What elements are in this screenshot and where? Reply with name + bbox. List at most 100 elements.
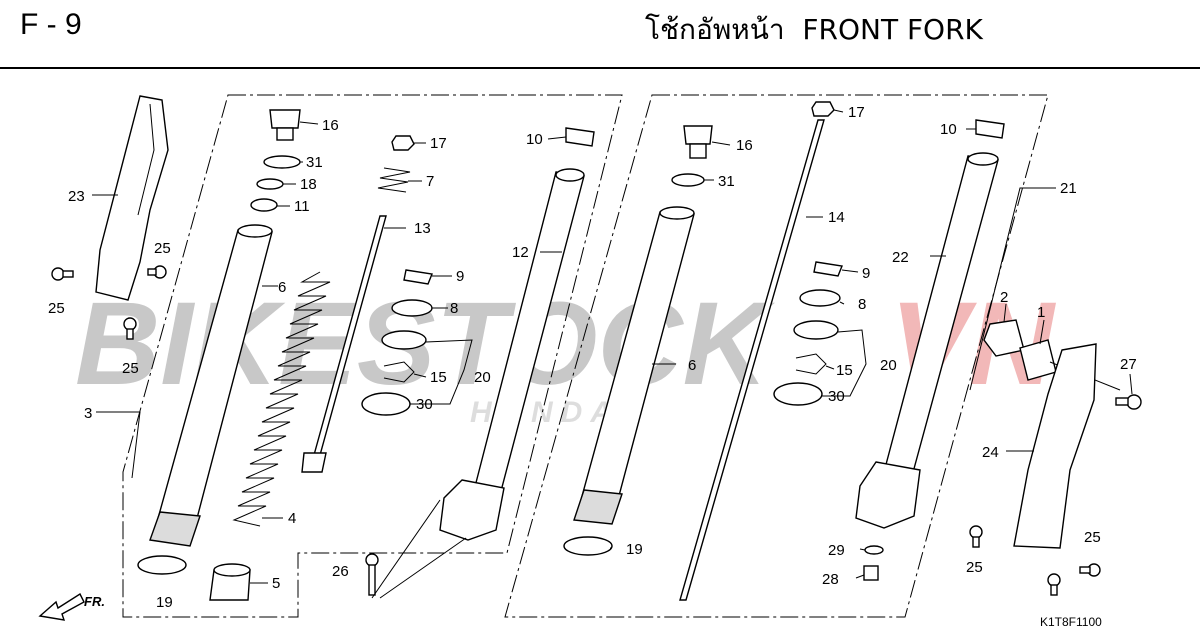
- clip-9-left: [403, 269, 433, 285]
- callout-20-left: 20: [474, 369, 491, 386]
- fork-protector-left: [95, 95, 169, 301]
- callout-9-left: 9: [456, 268, 464, 285]
- bolt-25-right-a: [969, 525, 983, 548]
- callout-13: 13: [414, 220, 431, 237]
- direction-label: FR.: [84, 594, 105, 609]
- bolt-25-left-a: [51, 267, 74, 281]
- spring-rod-14: [679, 119, 825, 601]
- callout-leaders: [92, 109, 1133, 584]
- rebound-spring-7: [377, 167, 411, 193]
- bolt-25-left-c: [123, 317, 137, 340]
- figure-code: F - 9: [20, 8, 82, 41]
- callout-24: 24: [982, 444, 999, 461]
- callout-29: 29: [828, 542, 845, 559]
- callout-25-e: 25: [1084, 529, 1101, 546]
- dust-seal-30-right: [773, 382, 823, 406]
- ring-19-right: [563, 536, 613, 556]
- callout-27: 27: [1120, 356, 1137, 373]
- left-fork-assembly-outline: [122, 94, 623, 618]
- callout-15-right: 15: [836, 362, 853, 379]
- callout-30-right: 30: [828, 388, 845, 405]
- callout-16-left: 16: [322, 117, 339, 134]
- callout-16-right: 16: [736, 137, 753, 154]
- callout-31-right: 31: [718, 173, 735, 190]
- callout-28: 28: [822, 571, 839, 588]
- callout-7: 7: [426, 173, 434, 190]
- callout-10-left: 10: [526, 131, 543, 148]
- axle-holder-left: [439, 479, 505, 541]
- callout-25-b: 25: [48, 300, 65, 317]
- callout-25-c: 25: [122, 360, 139, 377]
- callout-11: 11: [294, 198, 310, 215]
- callout-14: 14: [828, 209, 845, 226]
- callout-31-left: 31: [306, 154, 323, 171]
- callout-25-d: 25: [966, 559, 983, 576]
- oil-seal-20-right: [793, 320, 839, 340]
- callout-18: 18: [300, 176, 317, 193]
- header-divider: [0, 67, 1200, 69]
- dust-seal-30-left: [361, 392, 411, 416]
- callout-19-left: 19: [156, 594, 173, 611]
- callout-22: 22: [892, 249, 909, 266]
- bolt-25-right-b: [1079, 563, 1101, 577]
- nut-17-left: [391, 135, 415, 151]
- callout-labels: 1 2 3 4 5 6 6 7 8 8 9 9 10 10 11 12 13 1…: [48, 104, 1137, 611]
- axle-holder-right: [855, 461, 921, 529]
- bolt-28: [863, 565, 879, 581]
- bolt-25-right-c: [1047, 573, 1061, 596]
- callout-15-left: 15: [430, 369, 447, 386]
- oil-seal-20-left: [381, 330, 427, 350]
- callout-4: 4: [288, 510, 296, 527]
- stopper-ring-18: [256, 178, 284, 190]
- bolt-25-left-b: [147, 265, 167, 279]
- o-ring-31-right: [671, 173, 705, 187]
- callout-1: 1: [1037, 304, 1045, 321]
- diagram-code: K1T8F1100: [1040, 615, 1102, 629]
- nut-17-right: [811, 101, 835, 117]
- clip-10-right: [975, 119, 1005, 139]
- bolt-26: [365, 553, 379, 596]
- stopper-ring-15-left: [383, 361, 415, 383]
- callout-21: 21: [1060, 180, 1077, 197]
- washer-29: [864, 545, 884, 555]
- callout-10-right: 10: [940, 121, 957, 138]
- page-title: โช้กอัพหน้า FRONT FORK: [645, 8, 983, 52]
- front-direction-arrow-icon: FR.: [38, 592, 105, 621]
- washer-8-right: [799, 289, 841, 307]
- callout-2: 2: [1000, 289, 1008, 306]
- clip-9-right: [813, 261, 843, 277]
- right-fork-assembly-outline: [504, 94, 1049, 618]
- callout-12: 12: [512, 244, 529, 261]
- callout-8-right: 8: [858, 296, 866, 313]
- washer-8-left: [391, 299, 433, 317]
- callout-25-a: 25: [154, 240, 171, 257]
- callout-26: 26: [332, 563, 349, 580]
- fork-protector-right: [1013, 343, 1097, 549]
- clip-10-left: [565, 127, 595, 147]
- callout-23: 23: [68, 188, 85, 205]
- callout-30-left: 30: [416, 396, 433, 413]
- callout-5: 5: [272, 575, 280, 592]
- callout-20-right: 20: [880, 357, 897, 374]
- title-thai: โช้กอัพหน้า: [645, 13, 785, 46]
- washer-11: [250, 198, 278, 212]
- callout-19-right: 19: [626, 541, 643, 558]
- cap-bolt-16-right: [683, 125, 713, 159]
- callout-17-left: 17: [430, 135, 447, 152]
- title-english: FRONT FORK: [802, 13, 983, 46]
- callout-6-left: 6: [278, 279, 286, 296]
- o-ring-31-left: [263, 155, 301, 169]
- callout-8-left: 8: [450, 300, 458, 317]
- fork-spring-4: [232, 271, 331, 527]
- dust-seal-section-right: [573, 489, 623, 525]
- callout-17-right: 17: [848, 104, 865, 121]
- callout-9-right: 9: [862, 265, 870, 282]
- bracket-2: [983, 319, 1025, 357]
- dust-seal-section-left: [149, 511, 201, 547]
- callout-3: 3: [84, 405, 92, 422]
- ring-19-left: [137, 555, 187, 575]
- callout-6-right: 6: [688, 357, 696, 374]
- cap-bolt-16-left: [269, 109, 301, 141]
